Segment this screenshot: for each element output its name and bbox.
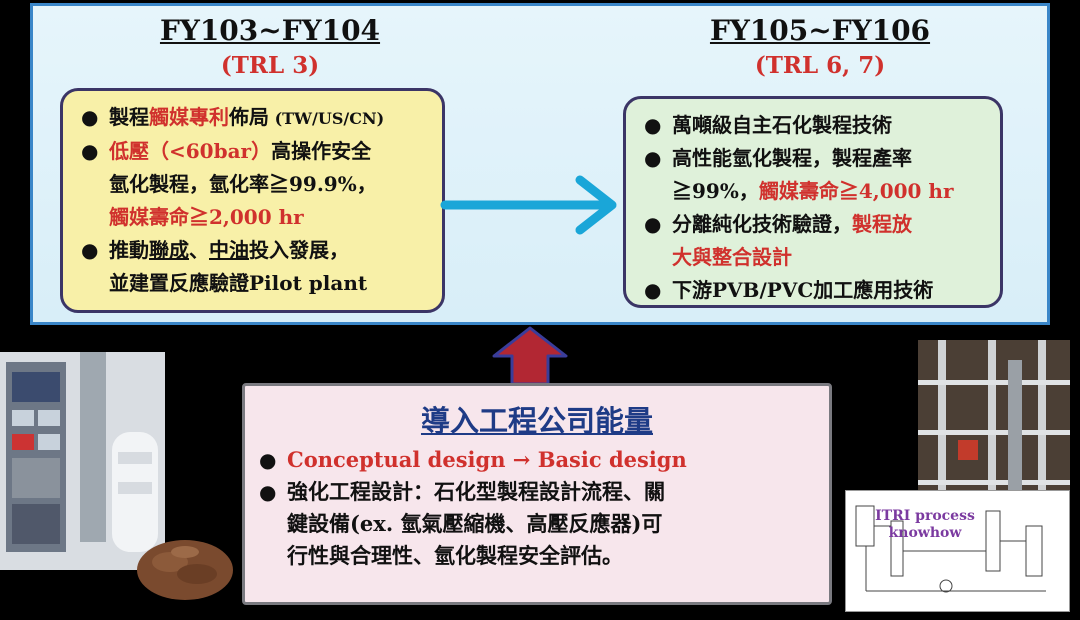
- right-bullet-3: ● 分離純化技術驗證，製程放 大與整合設計: [644, 212, 912, 269]
- left-bullet-2: ● 低壓（<60bar）高操作安全 氫化製程，氫化率≧99.9%， 觸媒壽命≧2…: [81, 139, 377, 229]
- left-column-subtitle: (TRL 3): [220, 52, 320, 79]
- engineering-bullet-2: ● 強化工程設計：石化型製程設計流程、關 鍵設備(ex. 氫氣壓縮機、高壓反應器…: [259, 479, 665, 568]
- engineering-box-title: 導入工程公司能量: [420, 404, 653, 438]
- right-bullet-4: ● 下游PVB/PVC加工應用技術: [644, 278, 934, 302]
- engineering-bullet-1: ● Conceptual design → Basic design: [259, 447, 687, 472]
- right-bullet-2: ● 高性能氫化製程，製程產率 ≧99%，觸媒壽命≧4,000 hr: [644, 146, 954, 203]
- left-bullet-3: ● 推動聯成、中油投入發展， 並建置反應驗證Pilot plant: [81, 238, 368, 295]
- left-column-title: FY103~FY104: [159, 14, 381, 47]
- right-column-title: FY105~FY106: [709, 14, 931, 47]
- left-card: ● 製程觸媒專利佈局 (TW/US/CN) ● 低壓（<60bar）高操作安全 …: [60, 88, 445, 313]
- right-column-subtitle: (TRL 6, 7): [754, 52, 886, 79]
- pilot-plant-photo: [918, 340, 1070, 510]
- left-bullet-1: ● 製程觸媒專利佈局 (TW/US/CN): [81, 105, 385, 129]
- progress-arrow: [440, 175, 617, 235]
- process-flow-diagram: [845, 490, 1070, 612]
- right-bullet-1: ● 萬噸級自主石化製程技術: [644, 113, 892, 137]
- lab-equipment-photo: [0, 352, 165, 570]
- right-card: ● 萬噸級自主石化製程技術 ● 高性能氫化製程，製程產率 ≧99%，觸媒壽命≧4…: [623, 96, 1003, 308]
- engineering-box: 導入工程公司能量 ● Conceptual design → Basic des…: [242, 383, 832, 605]
- up-arrow: [492, 326, 568, 386]
- catalyst-pellets-photo: [135, 522, 235, 602]
